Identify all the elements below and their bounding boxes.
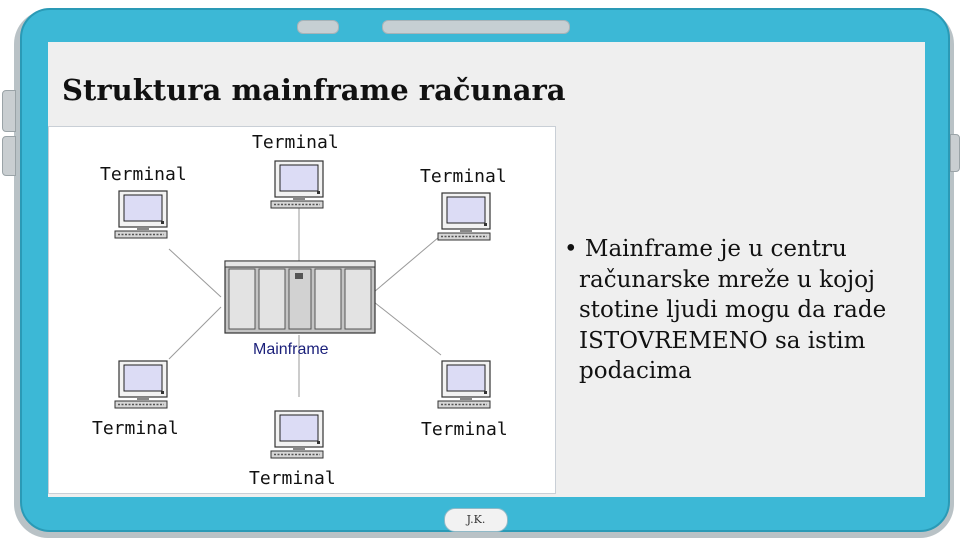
slide-title: Struktura mainframe računara xyxy=(62,73,566,107)
terminal-label-bottom-left: Terminal xyxy=(92,418,179,439)
link-top-left xyxy=(168,248,222,298)
link-bottom-left xyxy=(168,306,222,360)
terminal-bottom-left-icon xyxy=(114,360,168,409)
terminal-label-bottom-right: Terminal xyxy=(421,419,508,440)
bullet-text: Mainframe je u centru računarske mreže u… xyxy=(579,236,887,384)
terminal-label-bottom: Terminal xyxy=(249,468,336,489)
terminal-bottom-icon xyxy=(270,410,324,459)
camera-slot xyxy=(297,20,339,34)
terminal-top-icon xyxy=(270,160,324,209)
mainframe-icon xyxy=(224,260,376,334)
terminal-top-right-icon xyxy=(437,192,491,241)
side-button-left-bottom xyxy=(2,136,16,176)
link-top-right xyxy=(373,236,440,293)
terminal-label-top-left: Terminal xyxy=(100,164,187,185)
connection-lines xyxy=(168,207,442,397)
network-diagram-graphic xyxy=(114,160,491,459)
mainframe-label: Mainframe xyxy=(253,341,329,358)
bullet-point: • Mainframe je u centru računarske mreže… xyxy=(564,236,887,384)
network-diagram xyxy=(48,126,556,494)
terminal-label-top: Terminal xyxy=(252,132,339,153)
footer-initials: J.K. xyxy=(444,508,508,532)
side-button-right xyxy=(950,134,960,172)
side-button-left-top xyxy=(2,90,16,132)
link-bottom-right xyxy=(373,301,442,356)
terminal-bottom-right-icon xyxy=(437,360,491,409)
terminal-top-left-icon xyxy=(114,190,168,239)
terminal-label-top-right: Terminal xyxy=(420,166,507,187)
speaker-slot xyxy=(382,20,570,34)
